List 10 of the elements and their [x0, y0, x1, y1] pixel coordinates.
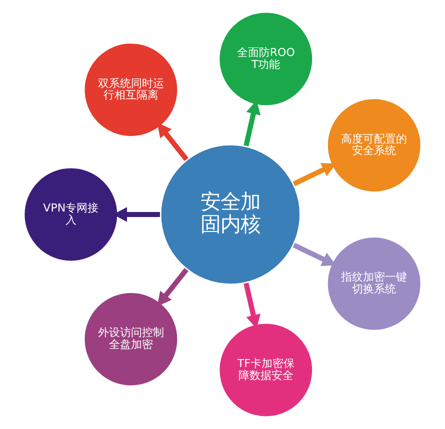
node-circle: TF卡加密保障数据安全 [217, 321, 315, 419]
arrow [157, 268, 188, 306]
arrow [292, 163, 336, 186]
node-circle: 安全加固内核 [158, 142, 302, 286]
node-circle: 指纹加密一键切换系统 [325, 234, 423, 332]
node-circle: 全面防ROOT功能 [217, 10, 315, 108]
node-circle: 高度可配置的安全系统 [325, 96, 423, 194]
arrow [157, 122, 188, 162]
node-circle: VPN专网接入 [22, 166, 120, 264]
arrow [292, 242, 336, 266]
